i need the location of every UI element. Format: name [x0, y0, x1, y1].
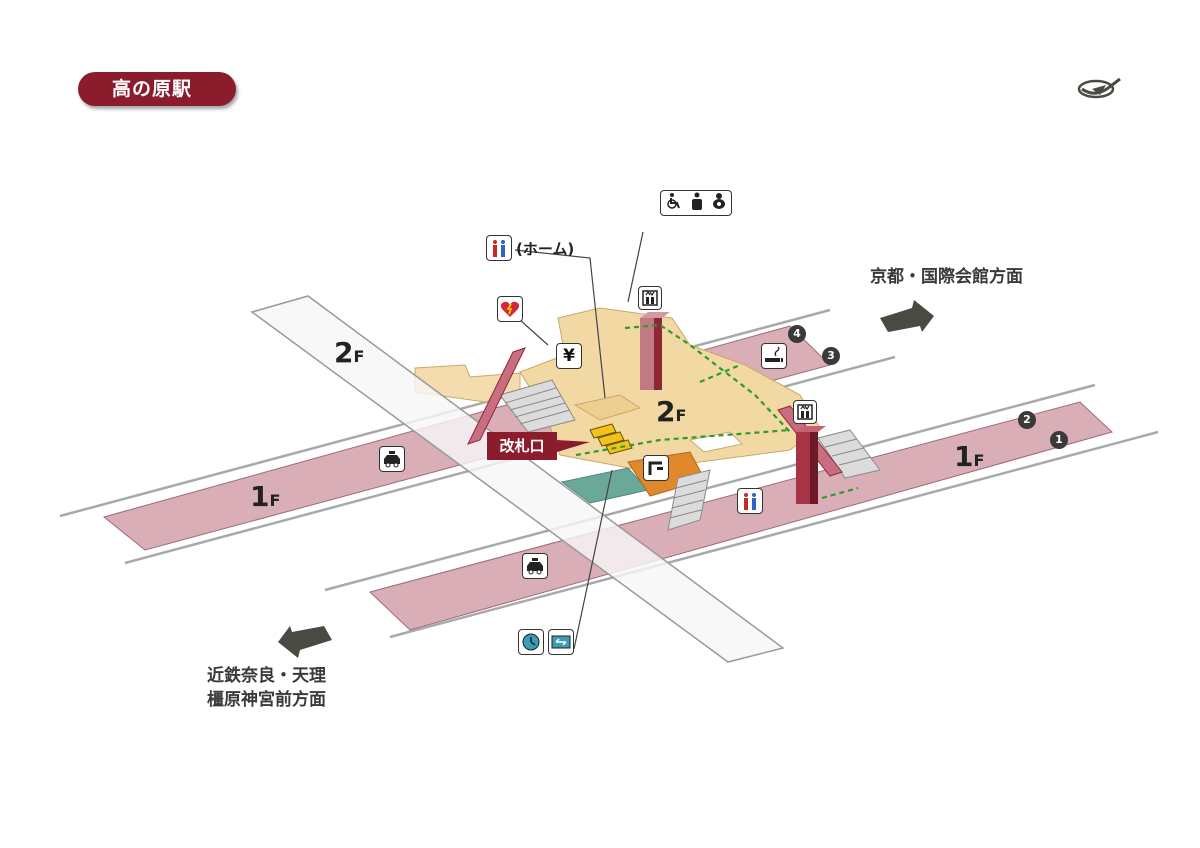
exit-number-2: 2	[1018, 411, 1036, 429]
floor-number: 1	[250, 480, 270, 513]
concourse-void	[688, 431, 744, 453]
direction-south-label-line2: 橿原神宮前方面	[207, 690, 326, 710]
elevator-shaft-left	[640, 312, 670, 390]
exit-number-1: 1	[1050, 431, 1068, 449]
staircase-left	[499, 379, 576, 433]
floor-unit: F	[675, 406, 687, 425]
ticket-gates	[589, 423, 633, 455]
elevator-icon	[793, 400, 817, 424]
floor-number: 1	[954, 440, 974, 473]
road-overpass	[250, 295, 785, 663]
toilet-icon	[486, 235, 512, 261]
elevator-shaft-right	[796, 426, 826, 504]
wheelchair-icon	[665, 192, 683, 214]
gate-label-pointer	[557, 440, 590, 452]
arrow-south	[278, 626, 332, 658]
station-name-badge: 高の原駅	[78, 72, 236, 106]
arrow-north	[880, 300, 934, 332]
escalator-left	[467, 347, 526, 445]
floor-number: 2	[334, 336, 354, 369]
floor-label-2f-left: 2F	[334, 336, 364, 369]
taxi-icon	[522, 553, 548, 579]
ostomy-icon	[690, 192, 704, 214]
yen-icon: ¥	[556, 343, 582, 369]
direction-south-label-line1: 近鉄奈良・天理	[207, 666, 326, 686]
toilet-icon	[737, 488, 763, 514]
baby-care-icon	[711, 192, 727, 214]
ticket-gate-label: 改札口	[487, 432, 557, 460]
multipurpose-toilet-icons	[660, 190, 732, 216]
fare-adjustment-icon	[548, 629, 574, 655]
elevator-icon	[638, 286, 662, 310]
floor-label-1f-right: 1F	[954, 440, 984, 473]
exit-number-4: 4	[788, 325, 806, 343]
floor-unit: F	[973, 451, 985, 470]
floor-number: 2	[656, 395, 676, 428]
smoking-area-icon	[761, 343, 787, 369]
callout-lines	[514, 231, 644, 650]
toilet-home-label: (ホーム)	[516, 240, 575, 258]
clock-icon	[518, 629, 544, 655]
floor-label-1f-left: 1F	[250, 480, 280, 513]
aed-heart-icon	[497, 296, 523, 322]
nara-line-logo-icon	[1076, 75, 1124, 103]
toilet-home-callout	[486, 235, 512, 261]
floor-unit: F	[353, 347, 365, 366]
floor-unit: F	[269, 491, 281, 510]
exit-number-3: 3	[822, 347, 840, 365]
floor-label-2f-center: 2F	[656, 395, 686, 428]
staircase-center	[667, 469, 711, 531]
direction-north-label: 京都・国際会館方面	[870, 267, 1023, 287]
concourse-2f-inner-floor	[573, 394, 642, 421]
taxi-icon	[379, 446, 405, 472]
ticket-window-icon	[643, 455, 669, 481]
accessible-route-lines	[575, 323, 859, 500]
